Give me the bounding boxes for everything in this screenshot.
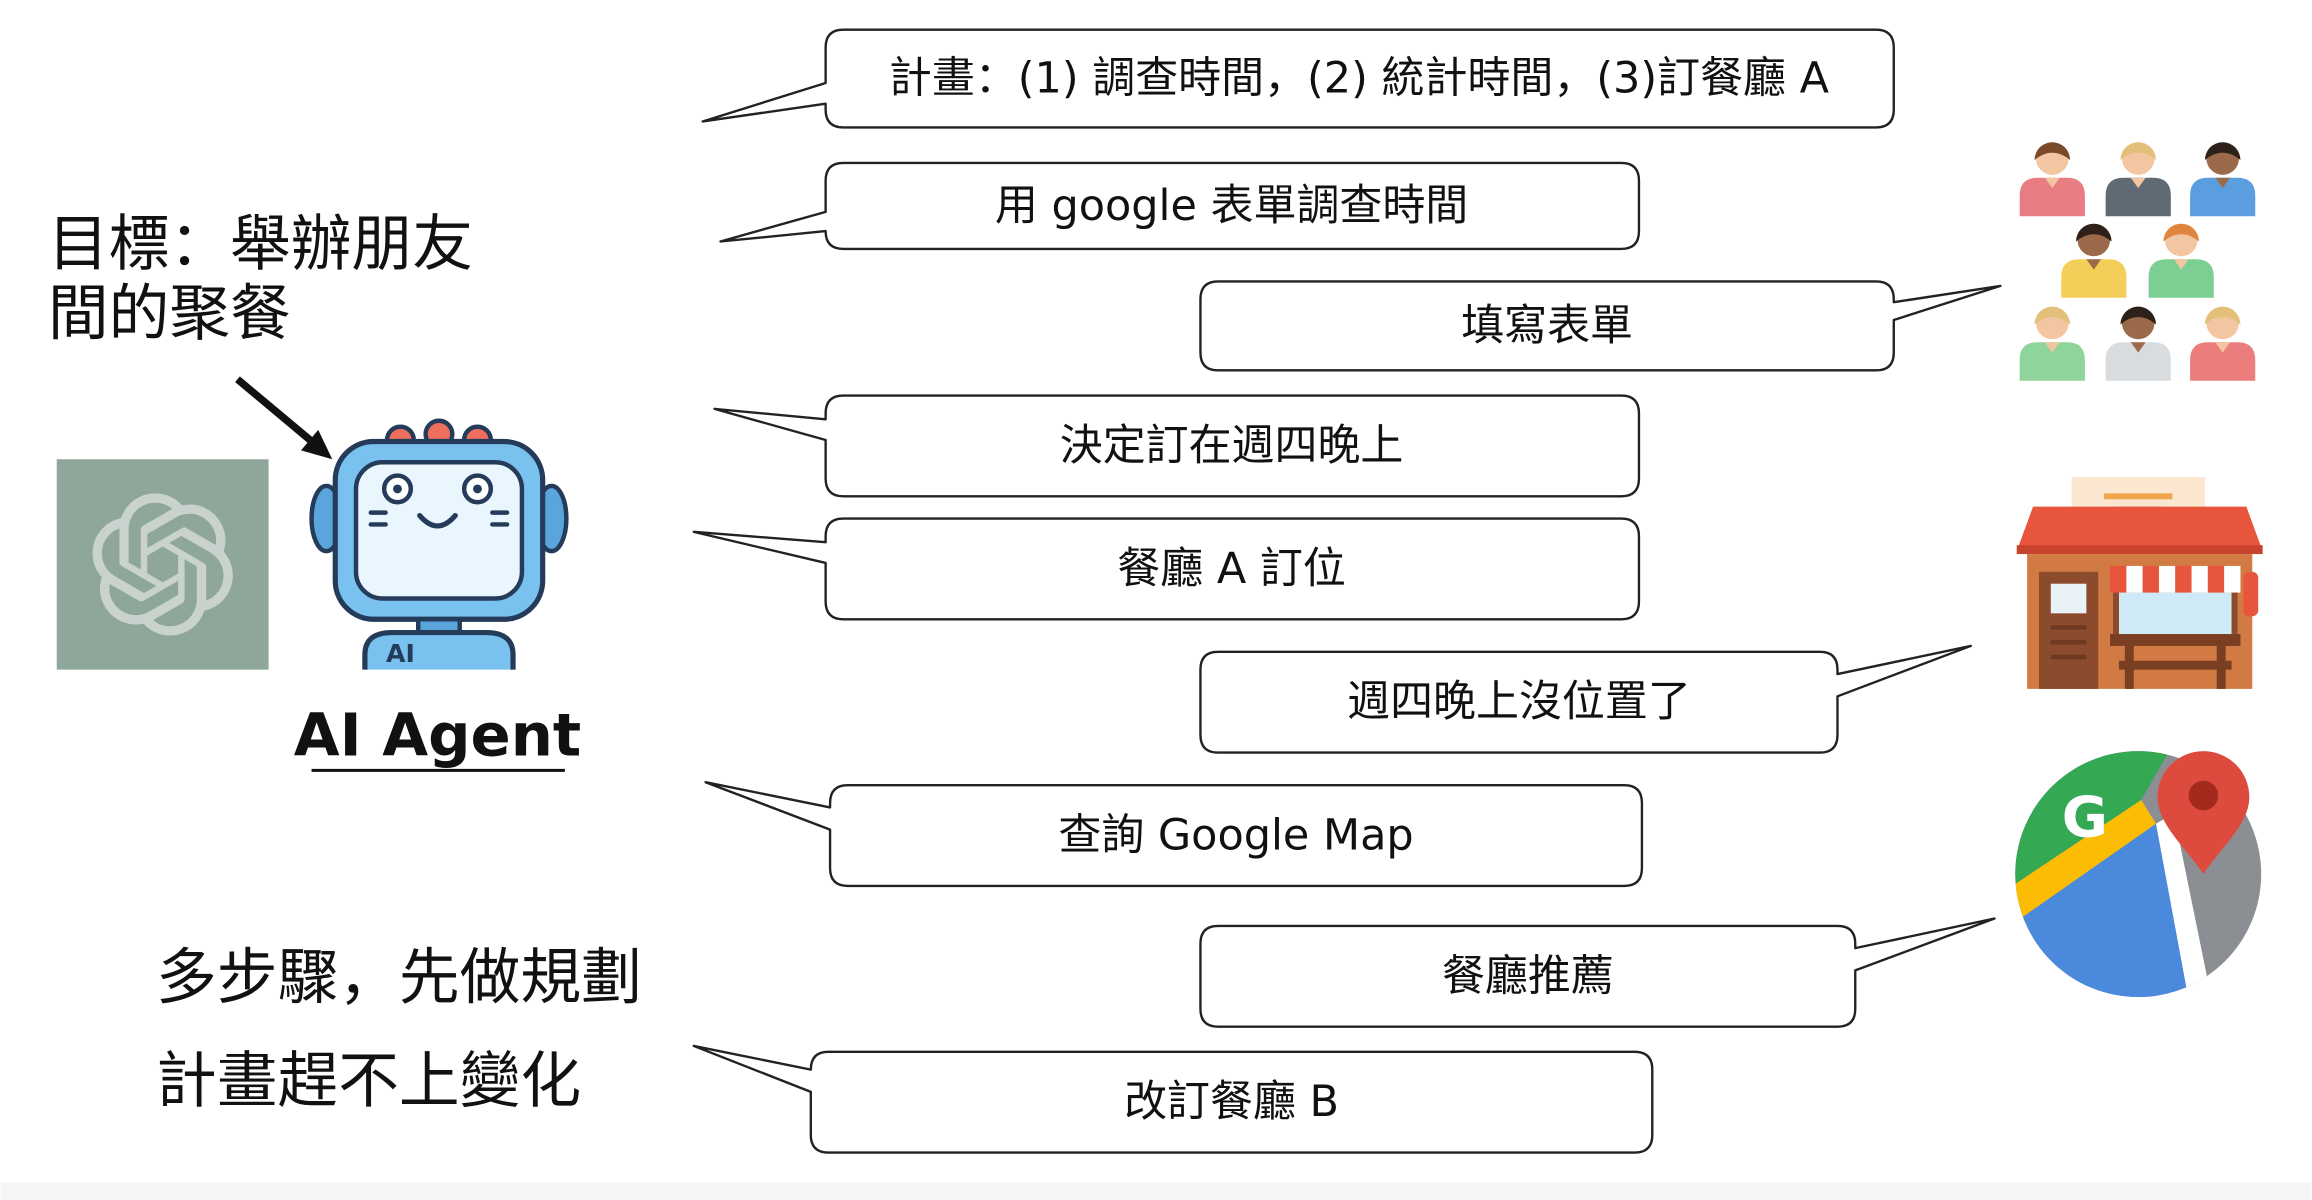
goal-text-line-2: 間的聚餐	[48, 279, 291, 349]
map-pin-icon	[2157, 751, 2250, 875]
person-icon	[2148, 223, 2214, 298]
robot-pupil-right	[473, 484, 482, 494]
bubble-shape	[692, 1044, 1654, 1154]
restaurant-store-icon	[2016, 477, 2263, 689]
speech-bubble-decide-time: 決定訂在週四晚上	[713, 394, 1641, 498]
arrow-down-right-icon	[235, 376, 333, 460]
bubble-shape	[1199, 644, 1972, 754]
note-text-line-1: 多步驟，先做規劃	[156, 943, 642, 1013]
robot-icon: AI	[309, 418, 569, 670]
bubble-text: 餐廳 A 訂位	[1117, 544, 1346, 594]
bubble-text: 計畫：(1) 調查時間，(2) 統計時間，(3)訂餐廳 A	[889, 54, 1830, 104]
person-icon	[2190, 306, 2256, 381]
store-window	[2118, 592, 2232, 635]
speech-bubble-plan: 計畫：(1) 調查時間，(2) 統計時間，(3)訂餐廳 A	[701, 28, 1895, 129]
bubble-text: 週四晚上沒位置了	[1347, 677, 1691, 727]
speech-bubble-fill-form: 填寫表單	[1199, 280, 2002, 372]
bubble-text: 餐廳推薦	[1442, 951, 1614, 1001]
google-maps-icon: G	[2015, 751, 2262, 998]
goal-text-line-1: 目標：舉辦朋友	[48, 209, 473, 279]
agent-label: AI Agent	[294, 700, 581, 769]
store-roof	[2016, 506, 2263, 552]
bubble-text: 用 google 表單調查時間	[995, 181, 1468, 231]
speech-bubble-recommend: 餐廳推薦	[1199, 917, 1996, 1028]
bubble-shape	[719, 161, 1641, 251]
speech-bubble-google-form: 用 google 表單調查時間	[719, 161, 1641, 251]
speech-bubble-reserve-a: 餐廳 A 訂位	[692, 517, 1641, 621]
people-group-icon	[2019, 142, 2256, 381]
map-logo-letter: G	[2062, 785, 2108, 850]
openai-logo-icon	[56, 459, 269, 670]
robot-cheeks	[368, 510, 510, 527]
bubble-shape	[1199, 280, 2002, 372]
bubble-text: 決定訂在週四晚上	[1060, 421, 1404, 471]
robot-screen	[353, 459, 525, 601]
speech-bubble-no-seats: 週四晚上沒位置了	[1199, 644, 1972, 754]
robot-mouth	[417, 512, 458, 529]
bubble-shape	[713, 394, 1641, 498]
bubble-text: 查詢 Google Map	[1058, 811, 1413, 861]
openai-logo-background	[56, 459, 269, 670]
note-text-line-2: 計畫趕不上變化	[156, 1046, 581, 1116]
robot-body	[362, 630, 516, 670]
robot-pupil-left	[393, 484, 402, 494]
store-lantern	[2243, 571, 2259, 617]
bubble-shape	[1199, 917, 1996, 1028]
person-icon	[2105, 306, 2171, 381]
person-icon	[2019, 306, 2085, 381]
bubble-shape	[701, 28, 1895, 129]
bubble-shape	[692, 517, 1641, 621]
bubble-text: 填寫表單	[1461, 301, 1633, 351]
person-icon	[2019, 142, 2085, 217]
speech-bubble-reserve-b: 改訂餐廳 B	[692, 1044, 1654, 1154]
bubble-shape	[704, 781, 1644, 888]
store-counter	[2110, 634, 2241, 646]
speech-bubble-query-map: 查詢 Google Map	[704, 781, 1644, 888]
slide-bottom-strip	[0, 1182, 2312, 1200]
openai-knot-mark	[92, 493, 233, 636]
person-icon	[2105, 142, 2171, 217]
bubble-text: 改訂餐廳 B	[1124, 1077, 1339, 1127]
person-icon	[2190, 142, 2256, 217]
store-awning	[2110, 565, 2241, 593]
robot-chest-label: AI	[386, 639, 415, 668]
person-icon	[2061, 223, 2127, 298]
